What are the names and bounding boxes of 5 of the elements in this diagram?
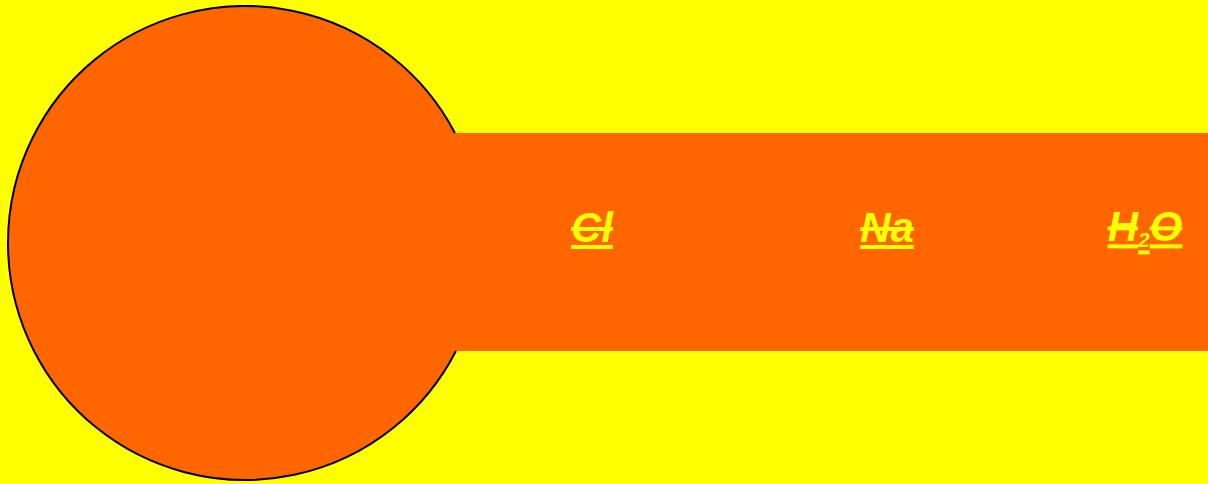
- formula-label: Cl: [571, 207, 613, 249]
- circle-shape: [6, 5, 484, 482]
- formula-label: H$_{2}$O: [1107, 206, 1183, 250]
- formula-label: Na: [860, 207, 914, 249]
- band-shape: [484, 133, 1208, 351]
